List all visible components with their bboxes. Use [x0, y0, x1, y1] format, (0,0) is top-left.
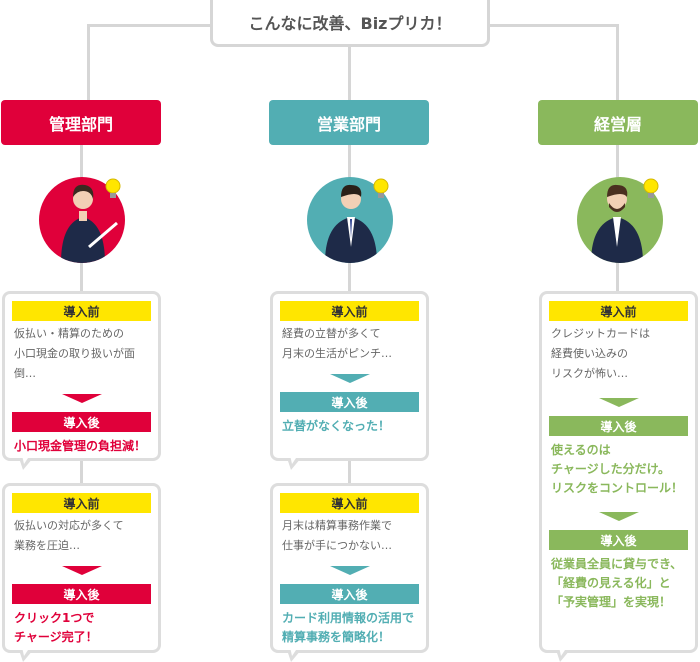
after-text: 「予実管理」を実現！	[551, 595, 672, 609]
down-arrow-icon	[61, 566, 102, 575]
down-arrow-icon	[598, 398, 639, 407]
after-text: 精算事務を簡略化！	[282, 630, 391, 644]
lightbulb-icon	[105, 178, 121, 198]
after-text: 従業員全員に貸与でき、	[551, 557, 683, 571]
before-text: 月末は精算事務作業で	[282, 519, 392, 532]
sales-card-2: 導入前 月末は精算事務作業で仕事が手につかない… 導入後 カード利用情報の活用で…	[270, 483, 429, 662]
admin-card-1: 導入前 仮払い・精算のための小口現金の取り扱いが面倒… 導入後 小口現金管理の負…	[2, 291, 161, 470]
before-label: 導入前	[280, 493, 419, 513]
after-label: 導入後	[280, 392, 419, 412]
after-label: 導入後	[549, 530, 688, 550]
before-text: 仮払い・精算のための	[14, 327, 124, 340]
after-text: クリック1つで	[14, 611, 95, 625]
before-label: 導入前	[12, 301, 151, 321]
before-text: 小口現金の取り扱いが面倒…	[14, 347, 135, 380]
after-text: リスクをコントロール！	[551, 481, 684, 495]
dept-header-sales: 営業部門	[269, 100, 429, 145]
diagram-title: こんなに改善、Bizプリカ！	[210, 0, 490, 47]
connector-line	[348, 24, 351, 104]
connector-line	[80, 460, 83, 490]
before-text: 経費の立替が多くて	[282, 327, 381, 340]
after-label: 導入後	[549, 416, 688, 436]
after-label: 導入後	[280, 584, 419, 604]
executive-card: 導入前 クレジットカードは経費使い込みのリスクが怖い… 導入後 使えるのはチャー…	[539, 291, 698, 662]
after-text: カード利用情報の活用で	[282, 611, 415, 625]
before-label: 導入前	[280, 301, 419, 321]
before-text: リスクが怖い…	[551, 367, 628, 380]
down-arrow-icon	[598, 512, 639, 521]
admin-card-2: 導入前 仮払いの対応が多くて業務を圧迫… 導入後 クリック1つでチャージ完了！	[2, 483, 161, 662]
down-arrow-icon	[329, 374, 370, 383]
before-label: 導入前	[549, 301, 688, 321]
connector-line	[348, 460, 351, 490]
before-text: 経費使い込みの	[551, 347, 628, 360]
dept-header-admin: 管理部門	[1, 100, 161, 145]
lightbulb-icon	[643, 178, 659, 198]
after-text: 使えるのは	[551, 443, 611, 457]
down-arrow-icon	[61, 394, 102, 403]
before-label: 導入前	[12, 493, 151, 513]
after-text: チャージした分だけ。	[551, 462, 671, 476]
dept-header-executive: 経営層	[538, 100, 698, 145]
after-text: チャージ完了！	[14, 630, 98, 644]
after-label: 導入後	[12, 584, 151, 604]
before-text: 月末の生活がピンチ…	[282, 347, 392, 360]
before-text: クレジットカードは	[551, 327, 650, 340]
before-text: 仕事が手につかない…	[282, 539, 392, 552]
lightbulb-icon	[373, 178, 389, 198]
down-arrow-icon	[329, 566, 370, 575]
before-text: 仮払いの対応が多くて	[14, 519, 124, 532]
before-text: 業務を圧迫…	[14, 539, 80, 552]
connector-line	[616, 24, 619, 104]
after-label: 導入後	[12, 412, 151, 432]
after-text: 立替がなくなった！	[282, 419, 391, 433]
connector-line	[87, 24, 90, 104]
after-text: 「経費の見える化」と	[551, 576, 671, 590]
after-text: 小口現金管理の負担減！	[14, 439, 147, 453]
sales-card-1: 導入前 経費の立替が多くて月末の生活がピンチ… 導入後 立替がなくなった！	[270, 291, 429, 470]
